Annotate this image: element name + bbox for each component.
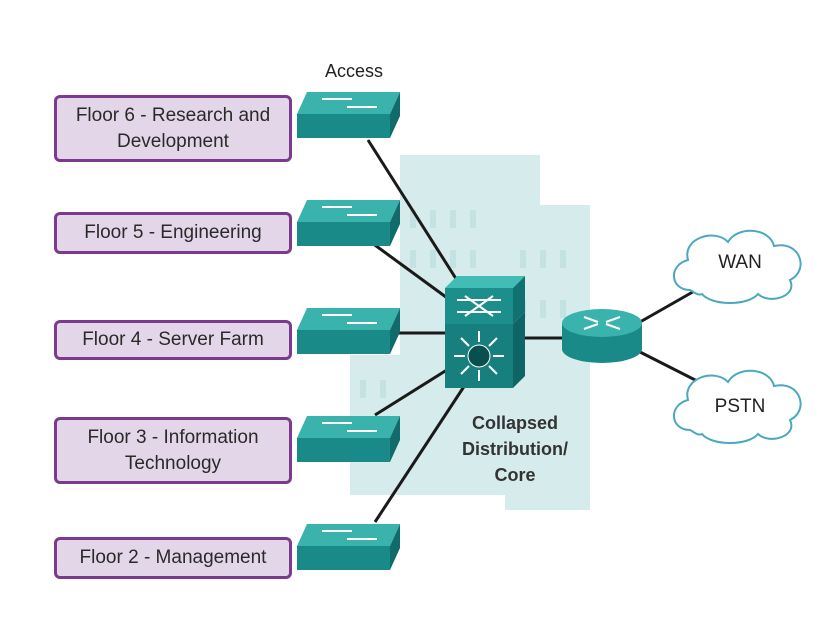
pstn-cloud-icon — [673, 369, 802, 444]
floor-2-label: Floor 2 - Management — [79, 547, 267, 568]
wan-label: WAN — [718, 252, 762, 273]
link-floor2 — [373, 384, 467, 523]
router-icon — [562, 309, 642, 363]
core-label-line2: Distribution/ — [462, 439, 568, 459]
floor-4-box: Floor 4 - Server Farm — [54, 320, 292, 360]
core-label: Collapsed Distribution/ Core — [440, 410, 590, 488]
floor-6-line2: Development — [117, 130, 229, 152]
access-switch-4-icon — [297, 308, 400, 354]
floor-2-box: Floor 2 - Management — [54, 537, 292, 579]
link-floor6 — [366, 139, 462, 286]
link-floor3 — [374, 366, 451, 417]
core-label-line1: Collapsed — [471, 413, 559, 433]
floor-4-label: Floor 4 - Server Farm — [82, 329, 264, 350]
wan-cloud-icon — [673, 229, 802, 304]
access-switch-3-icon — [297, 416, 400, 462]
access-label: Access — [324, 61, 384, 81]
access-switch-2-icon — [297, 524, 400, 570]
floor-6-box: Floor 6 - Research and Development — [54, 95, 292, 162]
core-switch-icon — [445, 276, 525, 388]
pstn-label: PSTN — [714, 396, 766, 417]
floor-3-line1: Floor 3 - Information — [87, 426, 259, 448]
access-switch-5-icon — [297, 200, 400, 246]
link-router-pstn — [639, 350, 706, 387]
floor-3-line2: Technology — [124, 452, 222, 474]
core-label-line3: Core — [494, 465, 536, 485]
floor-5-label: Floor 5 - Engineering — [84, 222, 262, 243]
access-switch-6-icon — [297, 92, 400, 138]
link-floor5 — [367, 238, 451, 302]
floor-3-box: Floor 3 - Information Technology — [54, 417, 292, 484]
floor-5-box: Floor 5 - Engineering — [54, 212, 292, 254]
floor-6-line1: Floor 6 - Research and — [75, 104, 271, 126]
